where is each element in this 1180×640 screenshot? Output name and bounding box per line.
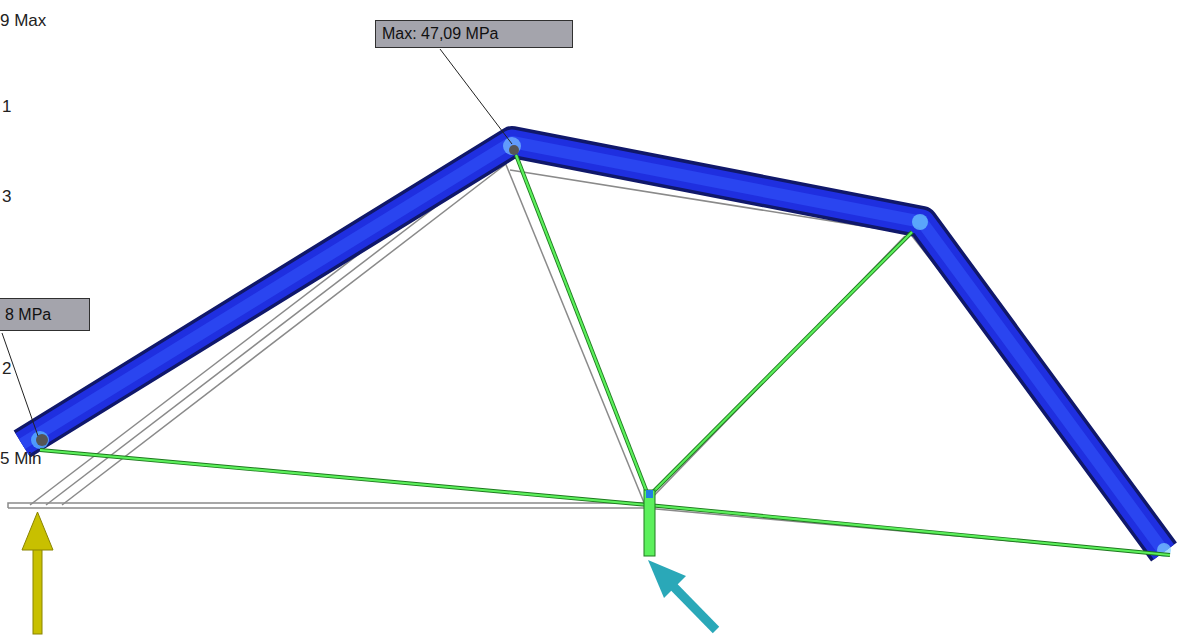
web-members <box>40 155 1170 555</box>
result-callout: Max: 47,09 MPa <box>375 20 573 48</box>
legend-value: 1 <box>2 98 11 115</box>
leader-line <box>440 49 512 144</box>
web-members-highlight <box>40 155 1170 555</box>
support-arrow <box>22 512 53 634</box>
top-chord <box>22 142 1164 552</box>
legend-value: 9 Max <box>0 12 46 29</box>
result-callout: 8 MPa <box>0 298 90 331</box>
load-arrow <box>648 560 716 630</box>
legend-value: 2 <box>2 360 11 377</box>
callout-text: Max: 47,09 MPa <box>382 25 499 43</box>
legend-value: 5 Min <box>0 450 42 467</box>
vertical-post <box>644 490 655 556</box>
callout-text: 8 MPa <box>5 306 51 324</box>
legend-value: 3 <box>2 188 11 205</box>
stress-hotspots <box>31 137 1171 557</box>
post-joint <box>646 490 653 498</box>
leader-line <box>2 333 38 436</box>
